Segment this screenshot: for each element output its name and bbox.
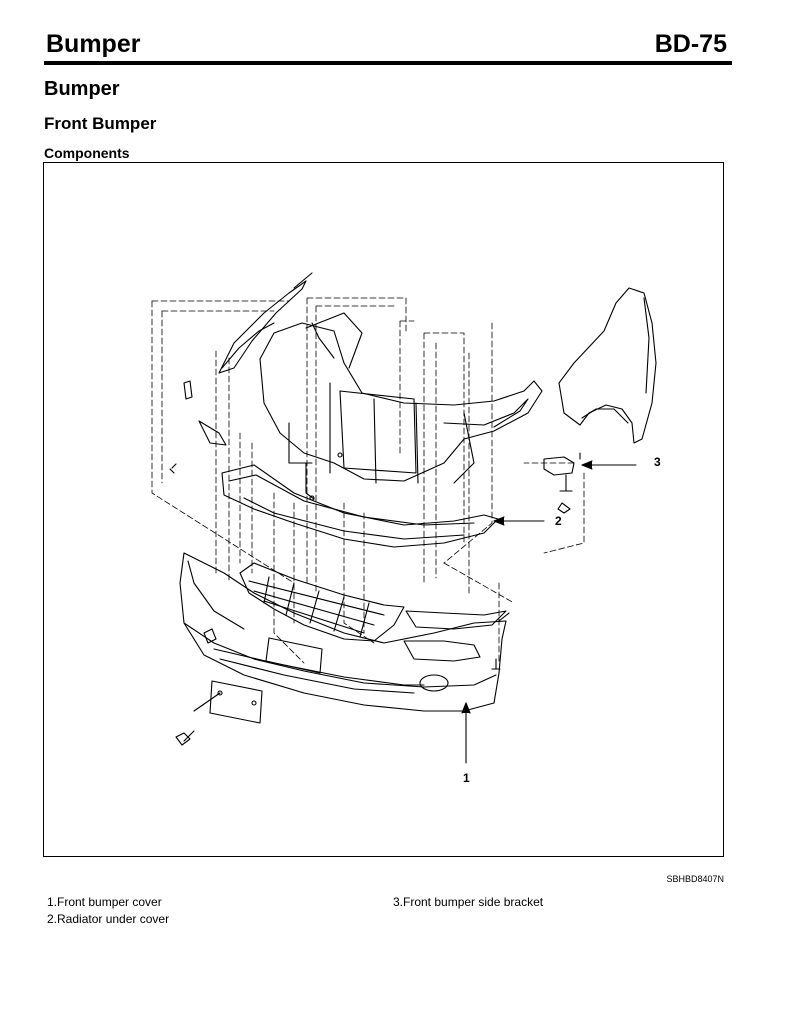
section-heading: Components [44,145,130,161]
legend-item-3: 3.Front bumper side bracket [393,895,544,909]
section-title: Bumper [44,78,120,100]
callout-label-2: 2 [555,514,562,528]
license-plate [265,637,323,674]
callout-label-3: 3 [654,455,661,469]
legend-item-2: 2.Radiator under cover [47,912,170,926]
grille [239,562,405,642]
components-figure: 1 2 3 [43,162,724,857]
left-bracket [218,280,307,374]
header-rule [44,61,732,65]
exploded-view-drawing [151,272,657,764]
callout-label-1: 1 [463,771,470,785]
legend-item-1: 1.Front bumper cover [47,895,162,909]
header-page-number: BD-75 [654,30,727,58]
figure-code: SBHBD8407N [666,874,724,884]
right-fender [558,287,657,444]
radiator-under-cover [221,464,499,548]
section-subtitle: Front Bumper [44,114,157,133]
page-header: Bumper BD-75 [44,28,727,62]
radiator-support [259,322,543,482]
header-title: Bumper [46,30,141,58]
side-bracket [543,456,575,476]
